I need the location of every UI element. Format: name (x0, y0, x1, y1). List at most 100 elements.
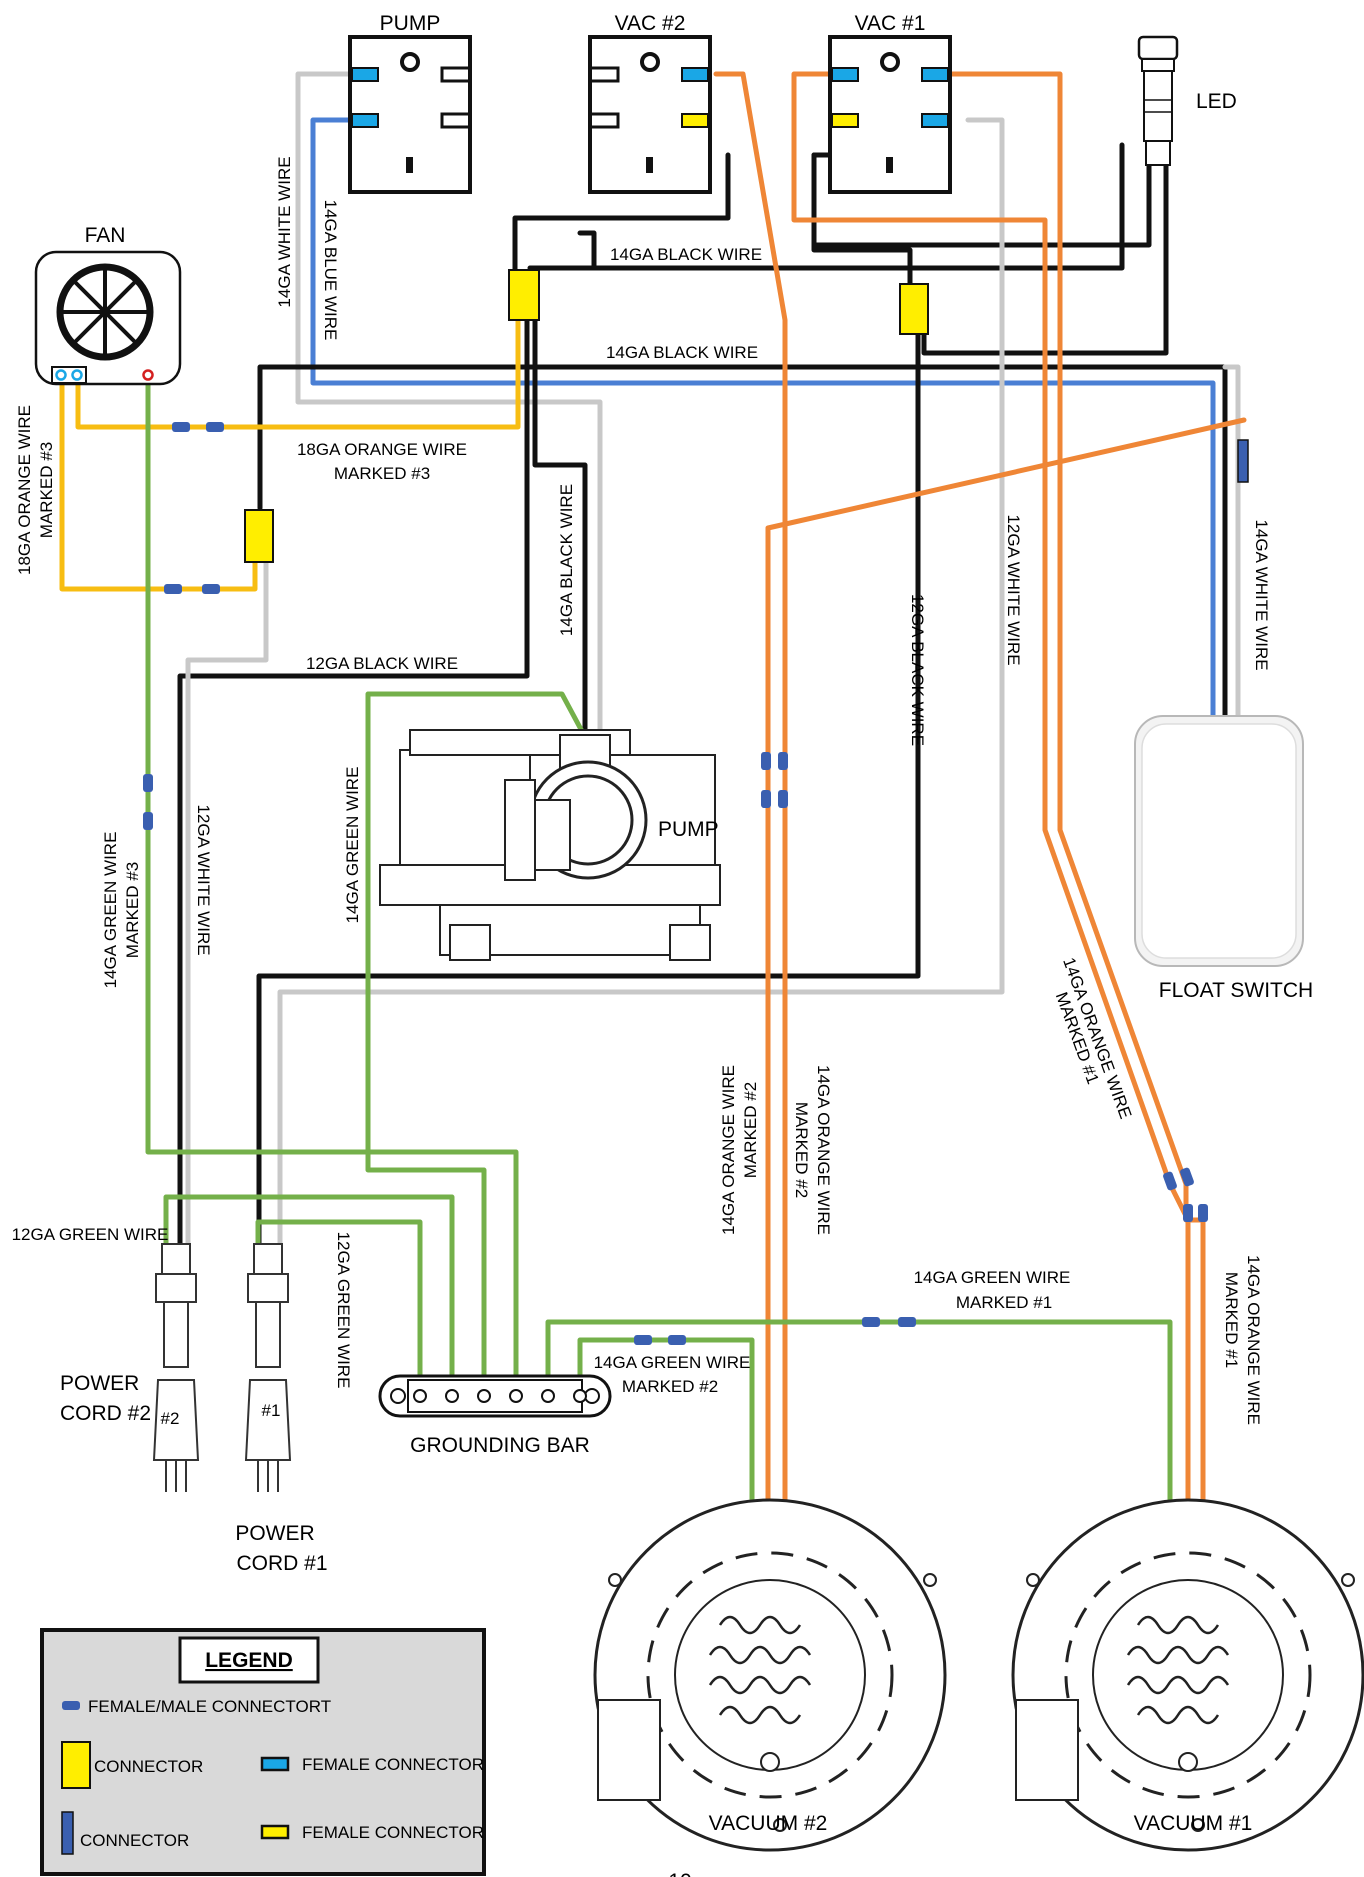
power-cord-1 (244, 1243, 292, 1492)
female-male-connector (1183, 1204, 1193, 1222)
green-wire-12ga-left (163, 1194, 455, 1390)
wire-label: MARKED #3 (123, 862, 142, 958)
black-wire-vac2 (512, 152, 731, 273)
black-wire-12ga-mid (177, 312, 530, 1247)
wire-label: MARKED #1 (1222, 1272, 1241, 1368)
female-male-connector (668, 1335, 686, 1345)
led-label: LED (1196, 90, 1237, 113)
wire-label: MARKED #1 (956, 1293, 1052, 1312)
grounding-bar (378, 1374, 612, 1418)
legend-female-male-swatch (62, 1701, 80, 1710)
float-switch (1134, 715, 1304, 967)
wire-label: 14GA BLACK WIRE (610, 245, 762, 264)
female-male-connector (634, 1335, 652, 1345)
green-wire-14ga-pump (365, 691, 587, 1390)
female-male-connector (206, 422, 224, 432)
wire-label: 14GA ORANGE WIRE (814, 1065, 833, 1235)
wire-label: 14GA BLACK WIRE (557, 484, 576, 636)
legend-connector-yellow-label: CONNECTOR (94, 1757, 203, 1776)
black-wire-14ga-top-b (591, 142, 1125, 271)
power-cord-2 (152, 1243, 200, 1492)
female-male-connector (761, 752, 771, 770)
white-wire-12ga-right (277, 117, 1005, 1247)
female-male-connector (778, 752, 788, 770)
orange-wire-18ga-v (59, 378, 258, 592)
female-male-connector (1163, 1171, 1177, 1191)
wire-label: MARKED #3 (334, 464, 430, 483)
wire-label: 12GA WHITE WIRE (1004, 514, 1023, 665)
legend-connector-navy-swatch (61, 1811, 74, 1855)
female-male-connector (761, 790, 771, 808)
vacuum-1-label: VACUUM #1 (1134, 1812, 1253, 1835)
inline-connectors (143, 269, 1249, 1345)
wire-label: 18GA ORANGE WIRE (297, 440, 467, 459)
float-switch-label: FLOAT SWITCH (1159, 979, 1313, 1002)
switch-pump-label: PUMP (380, 12, 441, 35)
connector-yellow (244, 509, 274, 563)
wire-label: 14GA WHITE WIRE (1252, 519, 1271, 670)
vacuum-2-label: VACUUM #2 (709, 1812, 828, 1835)
wire-label: 14GA WHITE WIRE (275, 156, 294, 307)
page-number: 10 (668, 1870, 691, 1877)
female-male-connector (172, 422, 190, 432)
wire-label: MARKED #2 (622, 1377, 718, 1396)
female-male-connector (164, 584, 182, 594)
green-wire-14ga-m3 (145, 378, 519, 1390)
female-male-connector (143, 812, 153, 830)
wire-label: MARKED #2 (792, 1102, 811, 1198)
female-male-connector (898, 1317, 916, 1327)
power-cord-1-label: POWER (235, 1522, 314, 1545)
wires (59, 71, 1247, 1503)
black-wire-14ga-top (527, 230, 597, 271)
wire-label: MARKED #3 (37, 442, 56, 538)
female-male-connector (1198, 1204, 1208, 1222)
grounding-bar-label: GROUNDING BAR (410, 1434, 590, 1457)
wire-label: 14GA GREEN WIRE (343, 767, 362, 924)
legend: LEGEND FEMALE/MALE CONNECTORT CONNECTOR … (40, 1628, 486, 1876)
female-male-connector (1180, 1167, 1194, 1187)
wire-label: 14GA ORANGE WIRE (719, 1065, 738, 1235)
wire-label: 14GA GREEN WIRE (914, 1268, 1071, 1287)
power-cord-2-label: POWER (60, 1372, 139, 1395)
wire-label: 14GA BLACK WIRE (606, 343, 758, 362)
female-male-connector (202, 584, 220, 594)
switch-vac2 (588, 35, 712, 194)
female-male-connector (143, 774, 153, 792)
led (1137, 35, 1179, 166)
legend-female-yellow-swatch (260, 1824, 290, 1840)
vacuum-2 (593, 1498, 947, 1852)
legend-title: LEGEND (205, 1649, 293, 1672)
black-wire-14ga-mid (257, 364, 1228, 719)
wire-label: 18GA ORANGE WIRE (15, 405, 34, 575)
orange-wire-14ga-m2a (765, 417, 1247, 1503)
power-cord-2-label: CORD #2 (60, 1402, 151, 1425)
wire-label: 14GA ORANGE WIRE (1244, 1255, 1263, 1425)
female-male-connector (778, 790, 788, 808)
switch-pump (348, 35, 472, 194)
connector-yellow (899, 283, 929, 335)
wire-label: 12GA BLACK WIRE (306, 654, 458, 673)
vacuum-1 (1011, 1498, 1364, 1852)
power-cord-1-label: CORD #1 (236, 1552, 327, 1575)
pump-label: PUMP (658, 818, 719, 841)
wire-label: 12GA GREEN WIRE (12, 1225, 169, 1244)
green-wire-12ga-cord1 (255, 1219, 423, 1390)
wire-label: MARKED #2 (741, 1082, 760, 1178)
switch-vac2-label: VAC #2 (615, 12, 686, 35)
blue-wire-14ga (310, 117, 1216, 719)
wire-label: 12GA BLACK WIRE (908, 594, 927, 746)
legend-female-yellow-label: FEMALE CONNECTOR (302, 1823, 484, 1842)
white-wire-12ga-left (185, 557, 269, 1247)
black-wire-vac1 (811, 152, 913, 293)
black-wire-12ga-right (256, 327, 921, 1247)
component-labels: PUMP VAC #2 VAC #1 LED FAN PUMP FLOAT SW… (60, 12, 1313, 1835)
wire-label: 14GA GREEN WIRE (101, 832, 120, 989)
power-cord-1-tag: #1 (262, 1401, 281, 1420)
connector-navy (1237, 439, 1249, 483)
green-wire-14ga-m2 (577, 1337, 755, 1503)
pump (379, 729, 721, 961)
wire-label: 12GA GREEN WIRE (334, 1232, 353, 1389)
green-wire-14ga-m1 (545, 1319, 1173, 1503)
power-cord-2-tag: #2 (161, 1409, 180, 1428)
